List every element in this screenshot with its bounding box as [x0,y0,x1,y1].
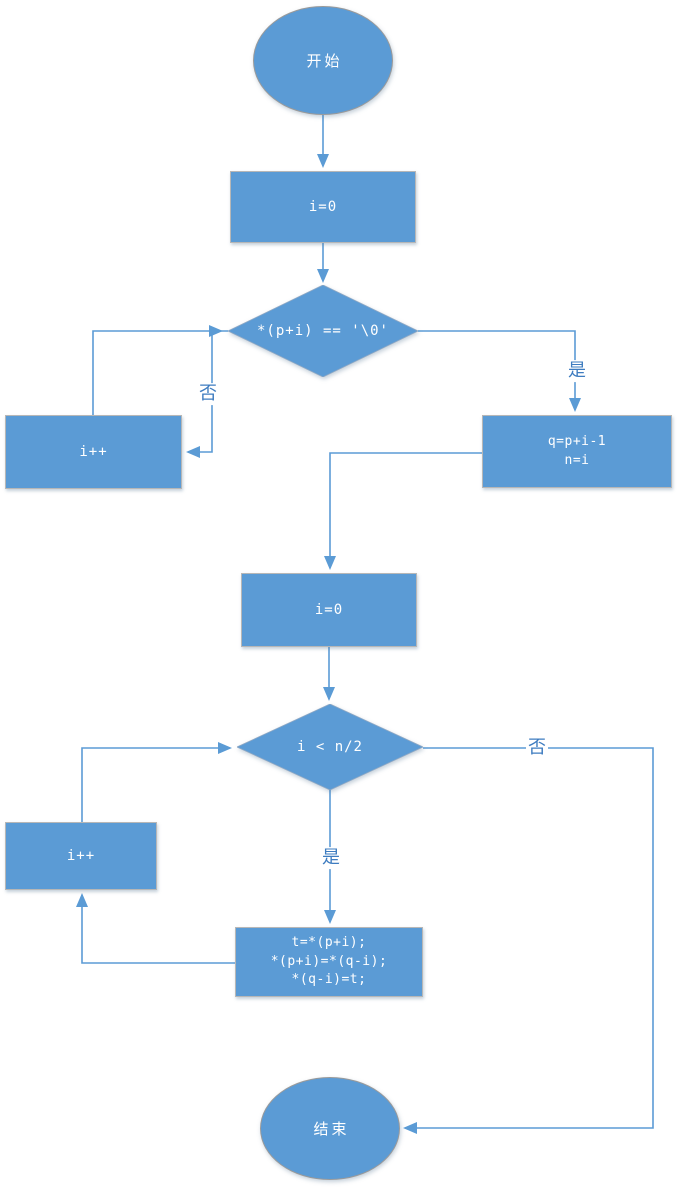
swap-rect-node: t=*(p+i); *(p+i)=*(q-i); *(q-i)=t; [235,927,423,997]
start-terminator-node: 开始 [253,6,393,115]
edge-label-yes-first: 是 [566,360,588,382]
swap-line-2: *(p+i)=*(q-i); [270,953,388,969]
end-label: 结束 [313,1120,350,1138]
assign-q-line-1: q=p+i-1 [547,433,607,449]
incr-i-second-rect-node: i++ [5,822,157,890]
edge-label-yes-second: 是 [320,847,342,869]
assign-q-line-2: n=i [564,452,590,468]
edge-cond1-yes-to-assignq-arrow [418,330,581,412]
init-i-second-rect-node: i=0 [241,573,417,647]
init-i-second-label: i=0 [314,601,344,618]
incr-i-first-rect-node: i++ [5,415,182,489]
diamond-shape [237,704,423,790]
cond-terminator-diamond-node: *(p+i) == '\0' [228,285,418,377]
init-i-first-rect-node: i=0 [230,171,416,243]
edge-label-no-first: 否 [197,383,219,405]
init-i-first-label: i=0 [308,198,338,215]
edge-cond2-no-to-end-arrow [403,747,654,1134]
cond-terminator-label: *(p+i) == '\0' [256,322,389,339]
swap-line-3: *(q-i)=t; [291,972,367,988]
cond-half-diamond-node: i < n/2 [237,704,423,790]
swap-line-1: t=*(p+i); [291,934,367,950]
edge-swap-to-incr2-arrow [76,893,235,964]
cond-half-label: i < n/2 [296,738,363,755]
start-label: 开始 [306,52,343,70]
edge-incr2-back-to-cond2-arrow [81,742,232,822]
incr-i-first-label: i++ [79,443,108,460]
edge-assignq-to-init2-arrow [324,452,482,570]
incr-i-second-label: i++ [66,847,96,864]
edge-incr1-back-to-cond1-arrow [92,325,223,415]
end-terminator-node: 结束 [260,1077,400,1180]
assign-q-rect-node: q=p+i-1 n=i [482,415,672,488]
edge-label-no-second: 否 [526,737,548,759]
diamond-shape [228,285,418,377]
